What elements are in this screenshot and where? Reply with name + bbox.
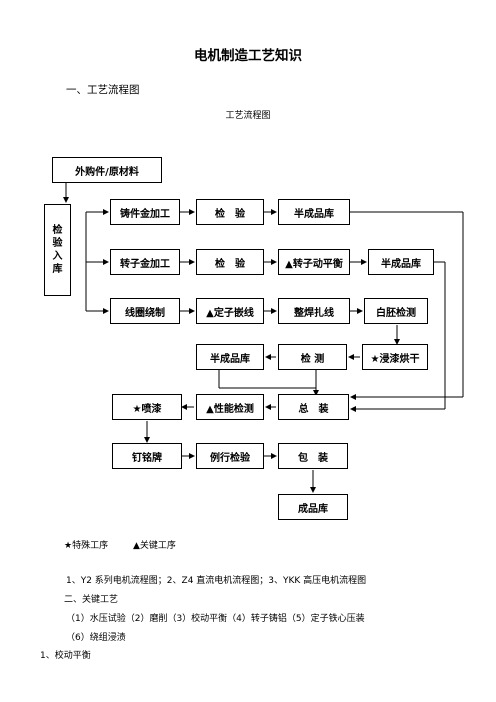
node-rotor-machining: 转子金加工 [110, 249, 180, 275]
inspect-char-4: 库 [52, 264, 63, 275]
node-spray-paint: ★喷漆 [112, 394, 182, 420]
node-semi-warehouse-2: 半成品库 [368, 249, 434, 275]
process-chart-list: 1、Y2 系列电机流程图；2、Z4 直流电机流程图；3、YKK 高压电机流程图 [66, 576, 367, 586]
inspect-char-1: 检 [52, 225, 63, 236]
node-nameplate: 钉铭牌 [112, 443, 182, 469]
node-stator-embedding: ▲定子嵌线 [196, 298, 264, 324]
node-inspect-warehouse: 检 验 入 库 [44, 204, 71, 296]
node-inspection-1: 检 验 [196, 199, 264, 225]
node-white-test: 白胚检测 [364, 298, 428, 324]
node-semi-warehouse-1: 半成品库 [278, 199, 350, 225]
node-dip-dry: ★浸漆烘干 [362, 344, 428, 370]
page-title: 电机制造工艺知识 [194, 48, 302, 64]
inspect-char-2: 验 [52, 238, 63, 249]
node-casting-machining: 铸件金加工 [110, 199, 180, 225]
node-finished-warehouse: 成品库 [278, 494, 348, 520]
node-test: 检 测 [278, 344, 347, 370]
legend-key-process: ▲关键工序 [133, 541, 176, 551]
legend-special-process: ★特殊工序 [64, 541, 109, 551]
node-raw-materials: 外购件/原材料 [52, 157, 162, 183]
node-inspection-2: 检 验 [196, 249, 264, 275]
section-heading-2: 二、关键工艺 [64, 595, 119, 605]
chart-caption: 工艺流程图 [225, 111, 271, 121]
key-process-list-1: （1）水压试验（2）磨削（3）校动平衡（4）转子铸铝（5）定子铁心压装 [66, 614, 365, 624]
node-wire-binding: 整焊扎线 [278, 298, 350, 324]
node-performance-test: ▲性能检测 [196, 394, 264, 420]
subsection-heading-1: 1、校动平衡 [40, 651, 91, 661]
node-semi-warehouse-3: 半成品库 [196, 344, 264, 370]
node-coil-winding: 线圈绕制 [110, 298, 180, 324]
section-heading-1: 一、工艺流程图 [66, 84, 140, 96]
node-assembly: 总 装 [278, 394, 349, 420]
node-routine-test: 例行检验 [196, 443, 264, 469]
key-process-list-2: （6）绕组浸渍 [66, 633, 126, 643]
inspect-char-3: 入 [52, 251, 63, 262]
node-packing: 包 装 [278, 443, 348, 469]
node-rotor-balance: ▲转子动平衡 [278, 249, 350, 275]
